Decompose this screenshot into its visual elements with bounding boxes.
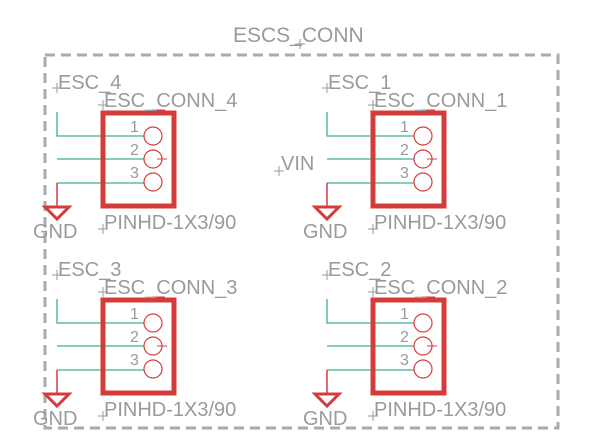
gnd-label: GND [303, 408, 347, 430]
net-label: ESC_4 [58, 72, 121, 94]
module-frame [43, 53, 560, 430]
part-value: PINHD-1X3/90 [374, 212, 506, 234]
origin-cross [98, 411, 108, 421]
pin-1 [413, 313, 433, 333]
gnd-label: GND [33, 221, 77, 243]
part-name: ESC_CONN_1 [374, 90, 507, 112]
pin-number: 1 [400, 119, 409, 136]
origin-cross [368, 224, 378, 234]
pin-3 [413, 172, 433, 192]
connector-body [100, 297, 177, 396]
pin-number: 1 [130, 119, 139, 136]
pin-number: 3 [130, 352, 139, 369]
net-wire-1 [326, 299, 414, 324]
pin-3 [143, 359, 163, 379]
net-label: ESC_2 [328, 259, 391, 281]
connector-body [370, 110, 447, 209]
ground-symbol-icon [311, 205, 343, 222]
ground-symbol-icon [41, 392, 73, 409]
connector-body [100, 110, 177, 209]
gnd-label: GND [33, 408, 77, 430]
pin-number: 1 [130, 306, 139, 323]
net-wire-1 [326, 112, 414, 137]
pin-3 [143, 172, 163, 192]
net-wire-1 [56, 112, 144, 137]
part-name: ESC_CONN_3 [104, 277, 237, 299]
origin-cross [368, 100, 378, 110]
connector-body [370, 297, 447, 396]
origin-cross [368, 287, 378, 297]
gnd-label: GND [303, 221, 347, 243]
pin-number: 3 [130, 165, 139, 182]
origin-cross [295, 39, 305, 49]
pin-number: 2 [400, 142, 409, 159]
pin-1 [413, 126, 433, 146]
origin-cross [98, 100, 108, 110]
pin-number: 3 [400, 352, 409, 369]
origin-cross [368, 411, 378, 421]
pin-3 [413, 359, 433, 379]
part-value: PINHD-1X3/90 [104, 212, 236, 234]
origin-cross [98, 224, 108, 234]
part-value: PINHD-1X3/90 [104, 399, 236, 421]
vin-label: VIN [281, 153, 314, 175]
pin-number: 2 [130, 142, 139, 159]
ground-symbol-icon [41, 205, 73, 222]
pin-number: 1 [400, 306, 409, 323]
pin-1 [143, 313, 163, 333]
part-name: ESC_CONN_2 [374, 277, 507, 299]
net-label: ESC_3 [58, 259, 121, 281]
frame-title: ESCS_CONN [233, 24, 364, 47]
pin-number: 3 [400, 165, 409, 182]
pin-number: 2 [130, 329, 139, 346]
part-name: ESC_CONN_4 [104, 90, 237, 112]
net-wire-1 [56, 299, 144, 324]
origin-cross [322, 270, 332, 280]
origin-cross [274, 166, 284, 176]
pin-1 [143, 126, 163, 146]
ground-symbol-icon [311, 392, 343, 409]
origin-cross [52, 270, 62, 280]
origin-cross [322, 83, 332, 93]
pin-number: 2 [400, 329, 409, 346]
origin-cross [52, 83, 62, 93]
part-value: PINHD-1X3/90 [374, 399, 506, 421]
origin-cross [98, 287, 108, 297]
net-label: ESC_1 [328, 72, 391, 94]
